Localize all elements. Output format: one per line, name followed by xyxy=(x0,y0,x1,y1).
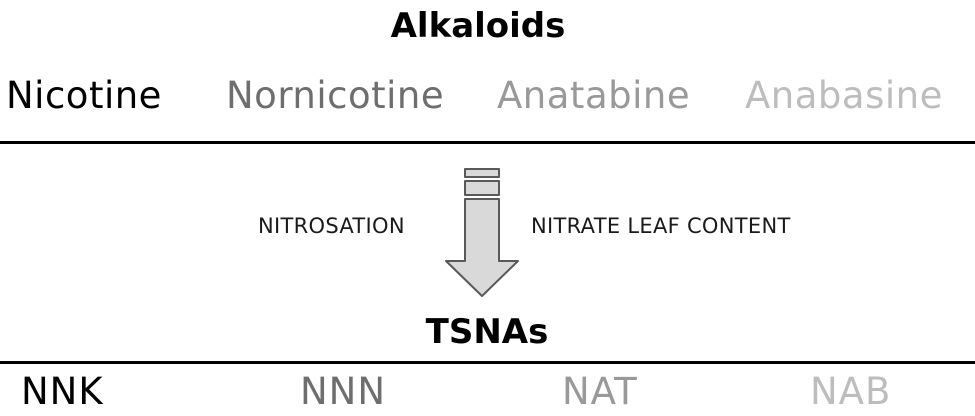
tsna-nnk: NNK xyxy=(21,370,104,413)
tsna-nab: NAB xyxy=(810,370,892,413)
arrow-stripe-middle xyxy=(464,180,500,196)
alkaloids-heading: Alkaloids xyxy=(390,6,566,46)
tsnas-heading: TSNAs xyxy=(425,312,549,352)
alkaloids-divider xyxy=(0,141,975,144)
alkaloid-nornicotine: Nornicotine xyxy=(226,74,445,117)
nitrosation-label: NITROSATION xyxy=(258,214,405,238)
tsnas-divider xyxy=(0,361,975,364)
tsna-nat: NAT xyxy=(562,370,638,413)
alkaloid-nicotine: Nicotine xyxy=(6,74,162,117)
nitrate-leaf-content-label: NITRATE LEAF CONTENT xyxy=(531,214,791,238)
alkaloid-anatabine: Anatabine xyxy=(497,74,691,117)
arrow-body xyxy=(445,198,519,297)
arrow-stripe-top xyxy=(464,168,500,178)
tsna-nnn: NNN xyxy=(300,370,387,413)
alkaloid-anabasine: Anabasine xyxy=(745,74,943,117)
down-arrow-icon xyxy=(445,168,519,297)
